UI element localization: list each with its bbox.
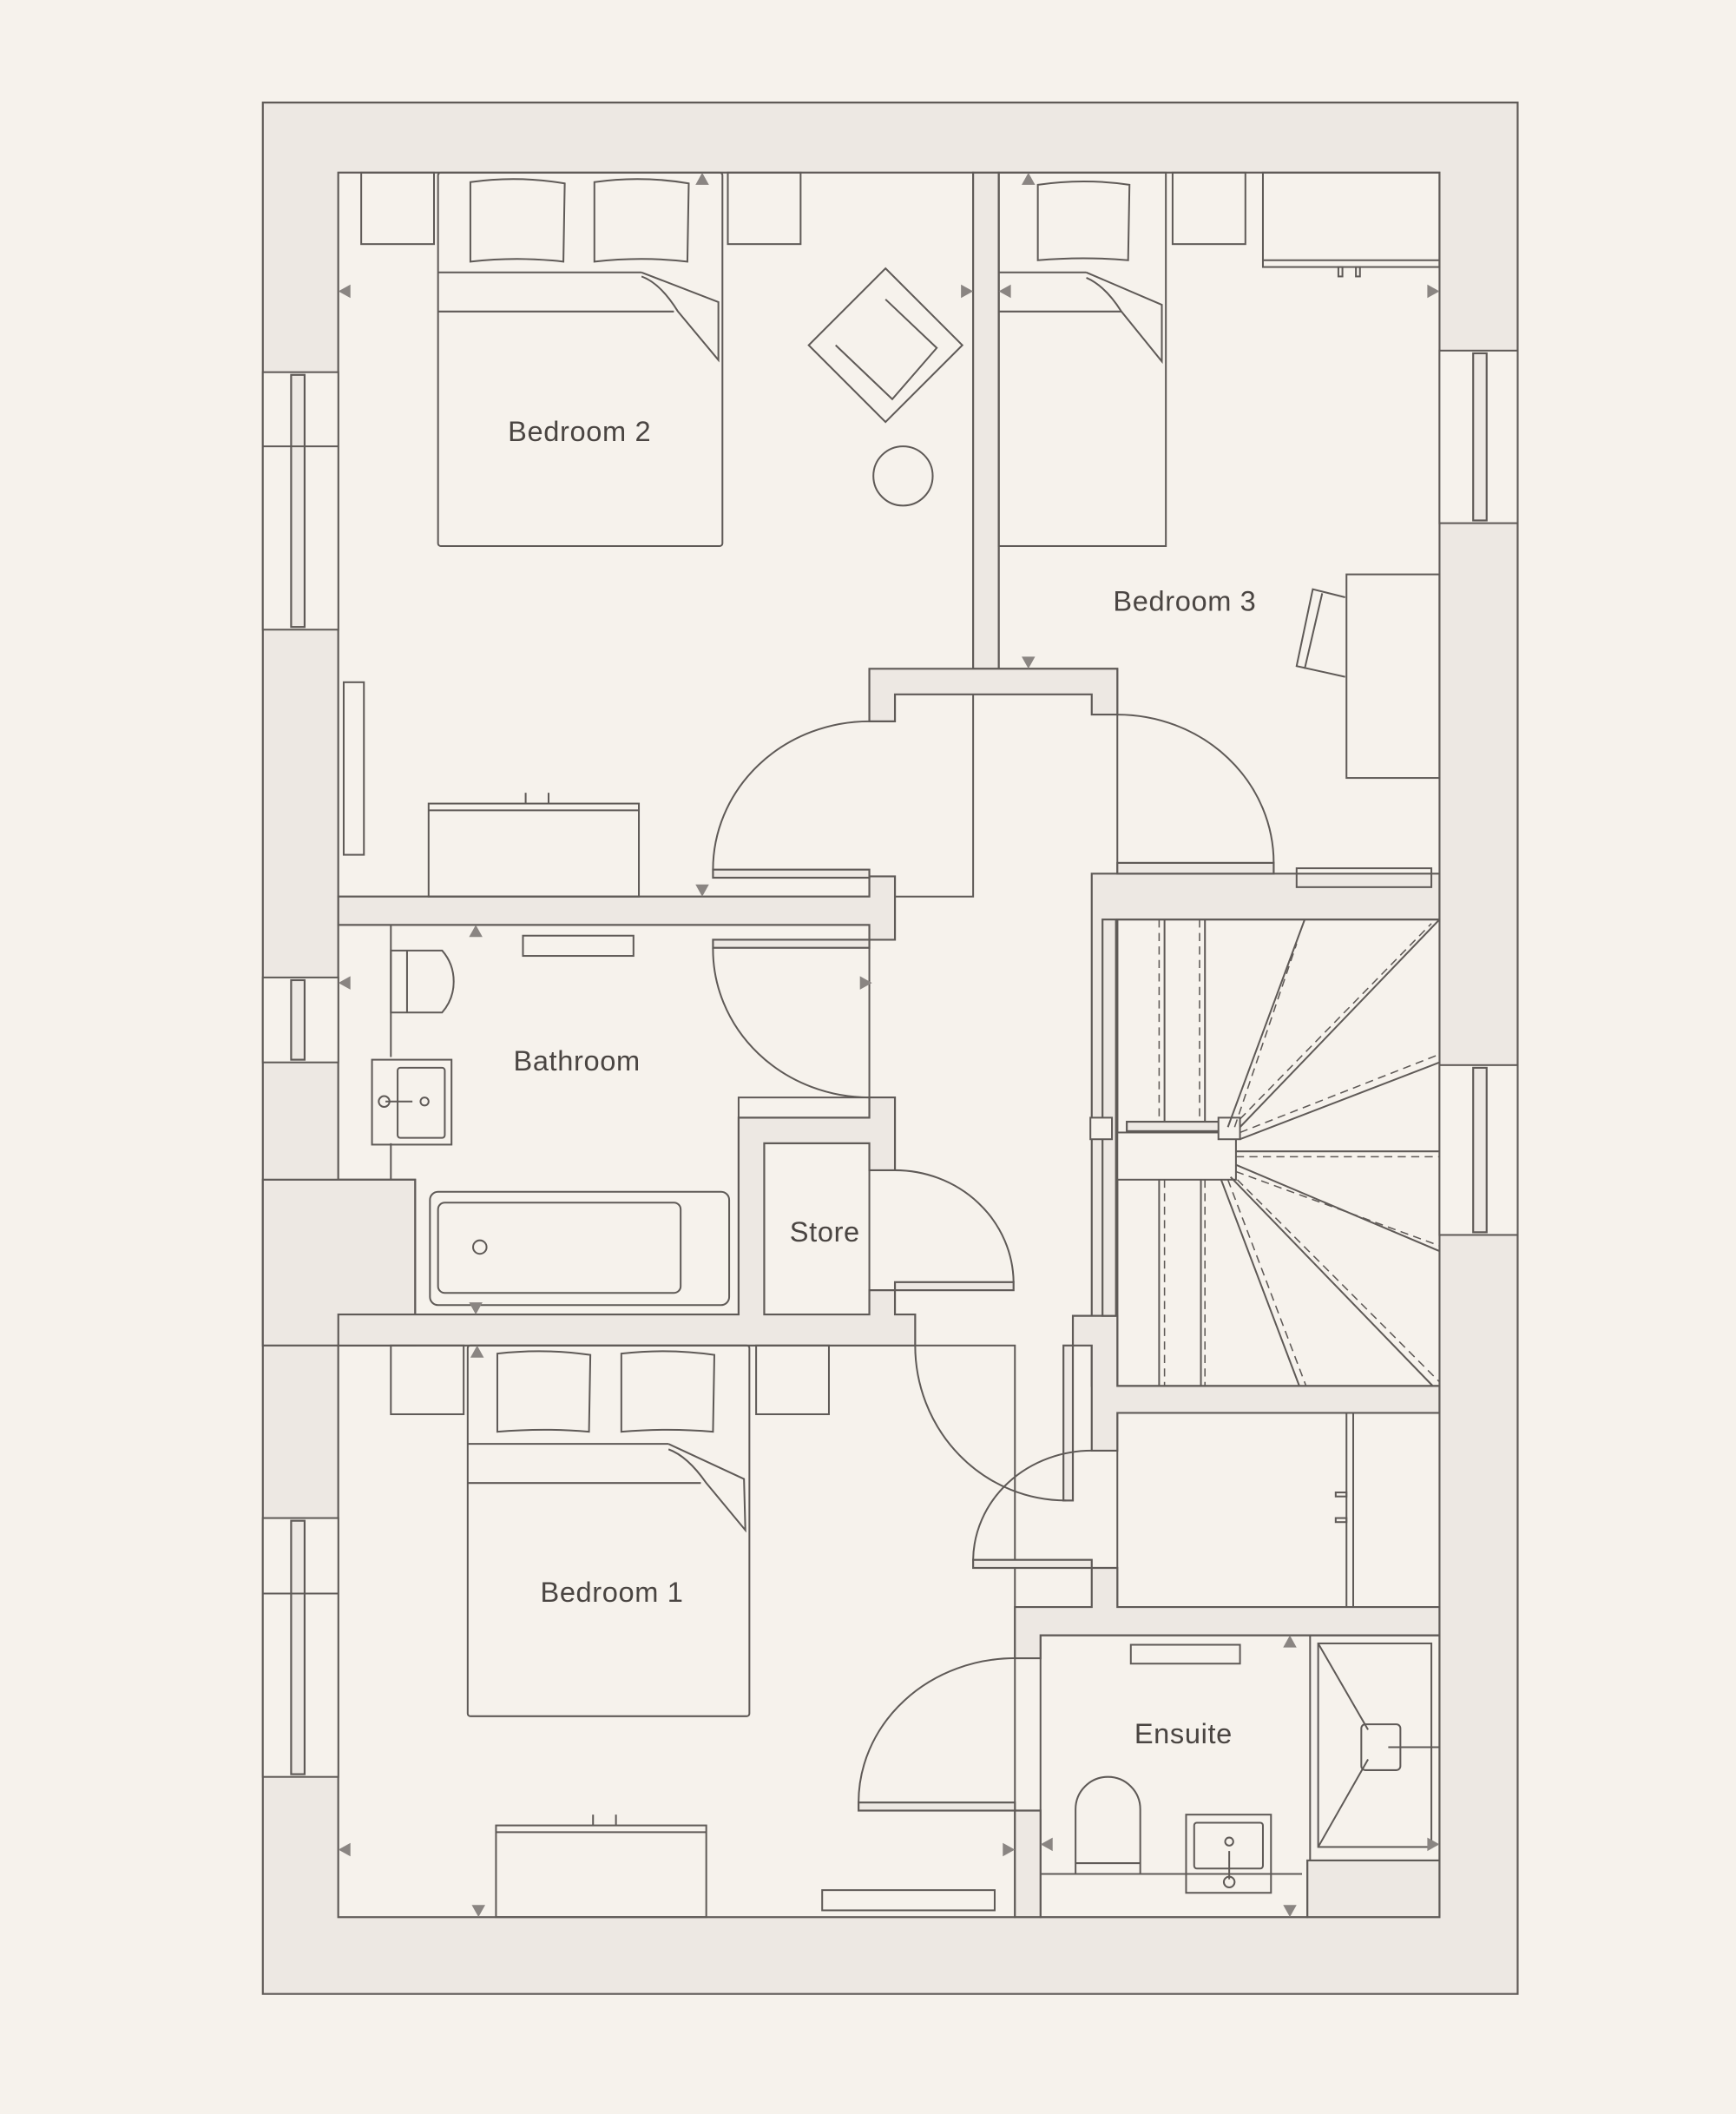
shower-icon [1309, 1634, 1441, 1861]
toilet-icon [1075, 1775, 1141, 1875]
wardrobe-icon [1261, 171, 1441, 278]
double-bed-icon [466, 1344, 751, 1717]
windows [261, 349, 1519, 1778]
bathroom-furniture [371, 925, 731, 1307]
door-cupboard[interactable] [972, 1449, 1093, 1570]
door-store[interactable] [893, 1169, 1015, 1292]
room-labels: Bedroom 2 Bedroom 3 Bathroom Store Bedro… [508, 415, 1256, 1749]
room-floors [337, 171, 1441, 1919]
double-bed-icon [437, 171, 724, 547]
bedside-table [390, 1344, 465, 1415]
door-ensuite[interactable] [858, 1657, 1016, 1812]
radiator-icon [1295, 867, 1433, 888]
room-label-bedroom-2: Bedroom 2 [508, 415, 651, 447]
window-bedroom-2 [261, 371, 339, 631]
desk-icon [1345, 573, 1441, 780]
radiator-icon [821, 1889, 996, 1912]
ensuite-furniture [1040, 1413, 1441, 1894]
room-label-ensuite: Ensuite [1134, 1717, 1233, 1749]
door-bedroom-3[interactable] [1116, 714, 1275, 875]
single-bed-icon [997, 171, 1167, 548]
doors [712, 714, 1275, 1812]
dresser-icon [495, 1814, 707, 1919]
staircase [1089, 919, 1441, 1387]
toilet-icon [390, 949, 455, 1014]
bedside-table [1171, 171, 1246, 246]
bedroom-1-furniture [390, 1344, 996, 1919]
door-bathroom[interactable] [712, 938, 871, 1099]
room-label-store: Store [790, 1215, 860, 1248]
door-bedroom-1[interactable] [914, 1344, 1075, 1502]
bedside-table [755, 1344, 830, 1415]
dimension-markers [338, 172, 1440, 1918]
basin-icon [1185, 1814, 1272, 1894]
bathtub-icon [429, 1190, 731, 1307]
wardrobe-icon [1334, 1413, 1355, 1608]
bedroom-3-furniture [997, 171, 1441, 888]
bedside-table [727, 171, 802, 246]
door-bedroom-2[interactable] [712, 720, 871, 879]
internal-walls [261, 171, 1441, 1919]
window-bathroom [261, 976, 339, 1064]
towel-rail-icon [522, 934, 635, 958]
dresser-icon [427, 793, 641, 898]
window-bedroom-1 [261, 1517, 339, 1778]
desk-chair-icon [1295, 588, 1345, 678]
stair-treads [1220, 919, 1441, 1387]
window-stairs [1438, 1064, 1519, 1236]
armchair-icon [807, 267, 964, 424]
towel-rail-icon [1129, 1643, 1241, 1665]
room-label-bathroom: Bathroom [513, 1044, 640, 1077]
side-table-icon [872, 445, 934, 507]
room-label-bedroom-3: Bedroom 3 [1113, 585, 1256, 617]
bedside-table [360, 171, 436, 246]
bedroom-2-furniture [342, 171, 964, 898]
basin-icon [371, 1058, 453, 1146]
window-bedroom-3 [1438, 349, 1519, 524]
radiator-icon [342, 681, 365, 856]
room-label-bedroom-1: Bedroom 1 [540, 1576, 683, 1608]
